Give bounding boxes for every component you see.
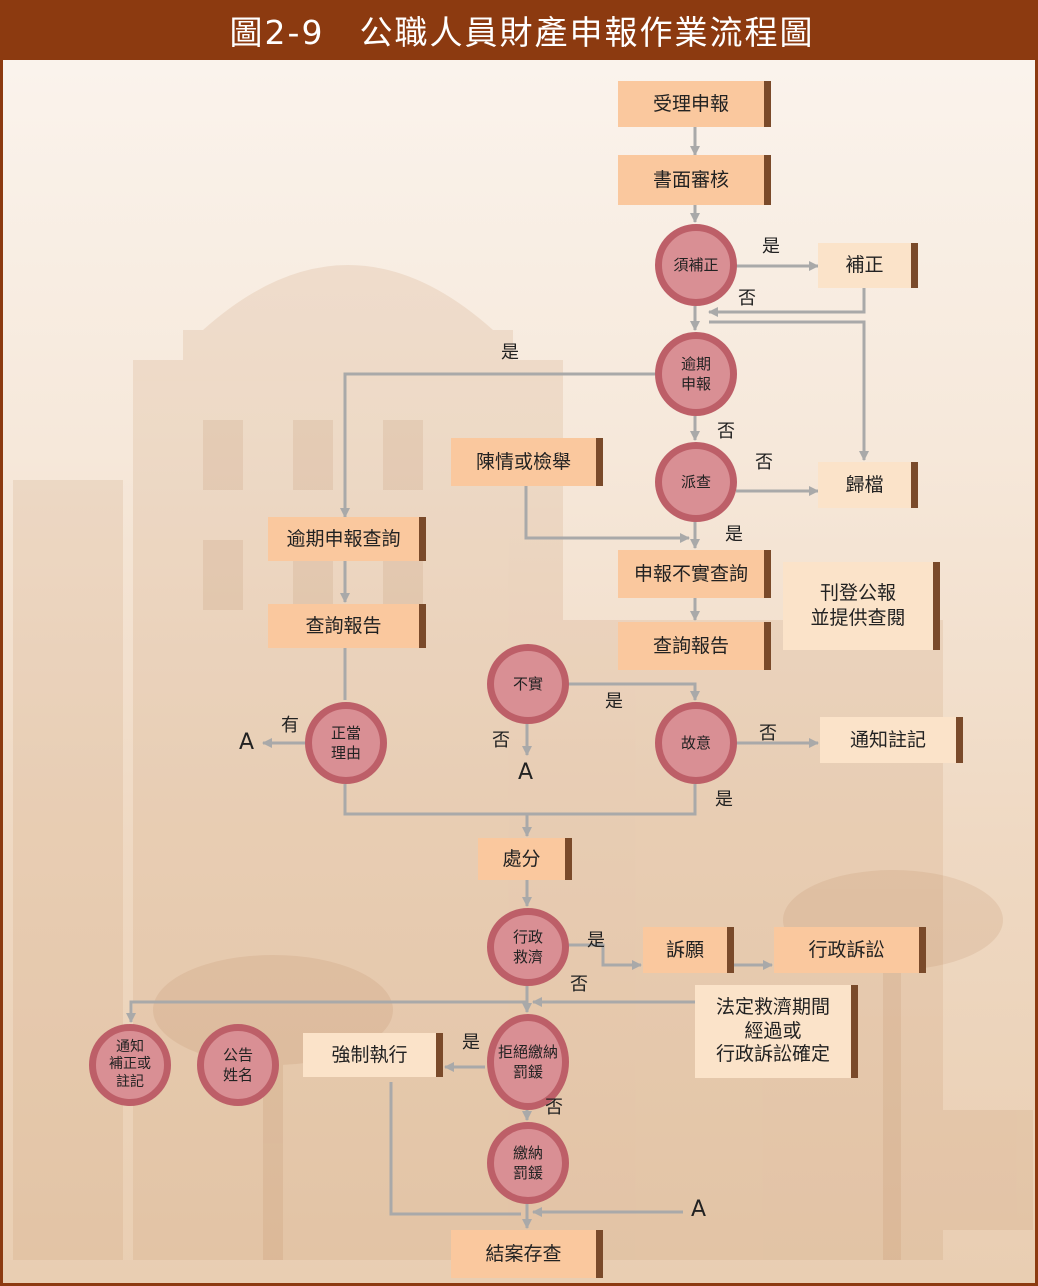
decision-admin-relief: 行政 救濟 <box>487 908 569 986</box>
connector-a-bottom: A <box>691 1197 707 1222</box>
label-no-untrue: 否 <box>492 730 510 751</box>
connector-a-middle: A <box>518 760 534 785</box>
label-no-overdue: 否 <box>717 421 735 442</box>
arrow-branch-notifyfix <box>126 1000 527 1023</box>
decision-untrue: 不實 <box>487 644 569 724</box>
decision-refuse-pay: 拒絕繳納 罰鍰 <box>487 1014 569 1110</box>
decision-need-fix: 須補正 <box>655 224 737 306</box>
box-report-right: 查詢報告 <box>618 622 771 670</box>
diagram-title: 圖2-9 公職人員財產申報作業流程圖 <box>229 13 815 52</box>
label-yes-untrue: 是 <box>605 691 623 712</box>
label-no-dispatch: 否 <box>755 452 773 473</box>
arrow-return-archive <box>709 320 869 461</box>
arrow-relief-appeal <box>568 943 642 970</box>
box-notify: 通知註記 <box>820 717 963 763</box>
action-notify-fix: 通知 補正或 註記 <box>89 1024 171 1106</box>
box-review: 書面審核 <box>618 155 771 205</box>
decision-justified: 正當 理由 <box>305 702 387 784</box>
label-no-refuse: 否 <box>545 1097 563 1118</box>
decision-overdue: 逾期 申報 <box>655 332 737 416</box>
box-overdue-query: 逾期申報查詢 <box>268 517 426 561</box>
connector-lines <box>126 127 869 1229</box>
box-archive: 歸檔 <box>818 462 918 508</box>
box-receive: 受理申報 <box>618 81 771 127</box>
diagram-title-bar: 圖2-9 公職人員財產申報作業流程圖 <box>3 0 1035 60</box>
box-petition: 陳情或檢舉 <box>451 438 603 486</box>
box-relief-period: 法定救濟期間 經過或 行政訴訟確定 <box>695 985 858 1078</box>
arrow-petition-join <box>524 486 690 543</box>
box-penalty: 處分 <box>478 838 572 880</box>
label-yes-fix: 是 <box>762 236 780 257</box>
box-litigation: 行政訴訟 <box>774 927 926 973</box>
label-yes-refuse: 是 <box>462 1032 480 1053</box>
box-appeal: 訴願 <box>643 927 734 973</box>
label-yes-intentional: 是 <box>715 789 733 810</box>
line-enforce-close <box>389 1082 521 1216</box>
label-yes-relief: 是 <box>587 930 605 951</box>
action-pay: 繳納 罰鍰 <box>487 1122 569 1204</box>
box-close: 結案存查 <box>451 1230 603 1278</box>
arrow-untrue-intentional <box>568 682 700 701</box>
label-no-fix: 否 <box>738 288 756 309</box>
box-report-left: 查詢報告 <box>268 604 426 648</box>
box-enforce: 強制執行 <box>303 1033 443 1077</box>
box-false-query: 申報不實查詢 <box>618 550 771 598</box>
line-justified-merge <box>343 784 697 816</box>
label-yes-overdue: 是 <box>501 342 519 363</box>
label-has-justified: 有 <box>281 715 299 736</box>
label-yes-dispatch: 是 <box>725 524 743 545</box>
box-fix: 補正 <box>818 243 918 288</box>
label-no-relief: 否 <box>570 974 588 995</box>
action-publish-name: 公告 姓名 <box>197 1024 279 1106</box>
label-no-intentional: 否 <box>759 723 777 744</box>
decision-dispatch: 派查 <box>655 442 737 522</box>
connector-a-left: A <box>239 730 255 755</box>
box-publish: 刊登公報 並提供查閱 <box>783 562 940 650</box>
decision-intentional: 故意 <box>655 702 737 784</box>
arrow-overdue-query <box>340 372 655 518</box>
arrow-fix-return <box>708 288 866 317</box>
